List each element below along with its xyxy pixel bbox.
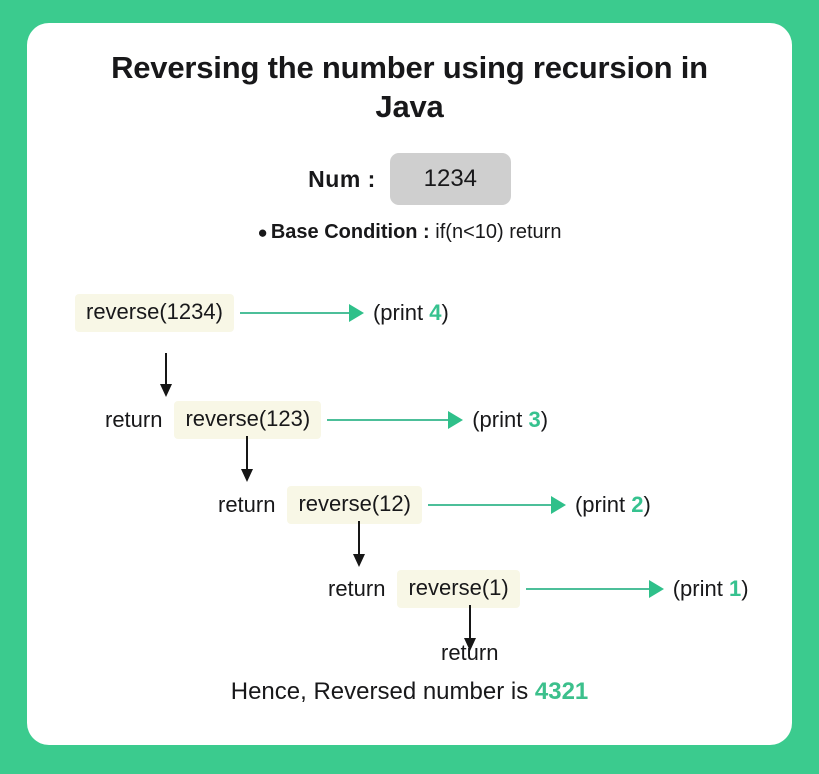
call-box[interactable]: reverse(12) [287, 486, 422, 524]
call-row: return reverse(123) (print 3) [105, 401, 548, 439]
return-label: return [105, 407, 163, 432]
return-label: return [328, 576, 386, 601]
flow-arrow-line [239, 312, 350, 314]
conclusion-result: 4321 [534, 678, 589, 705]
page-title: Reversing the number using recursion in … [111, 50, 708, 124]
num-input-row: Num : 1234 [27, 153, 792, 205]
call-box[interactable]: reverse(1234) [75, 294, 234, 332]
flow-arrow-line [525, 588, 650, 590]
num-value-field[interactable]: 1234 [389, 153, 511, 205]
print-label: (print 3) [472, 407, 549, 432]
flow-arrow-head-icon [648, 580, 664, 598]
content-card: Reversing the number using recursion in … [27, 23, 792, 745]
call-row: return reverse(12) (print 2) [218, 486, 651, 524]
bullet-icon: ● [257, 222, 268, 242]
print-label: (print 2) [574, 492, 651, 517]
flow-arrow-head-icon [348, 304, 364, 322]
flow-arrow-head-icon [550, 496, 566, 514]
down-arrow-icon [241, 436, 253, 484]
call-box[interactable]: reverse(1) [397, 570, 520, 608]
base-condition-line: ●Base Condition : if(n<10) return [27, 221, 792, 244]
flow-arrow-line [327, 419, 450, 421]
base-condition-label: Base Condition : [270, 221, 430, 243]
recursion-diagram: reverse(1234) (print 4) return reverse(1… [27, 23, 792, 745]
down-arrow-icon [160, 353, 172, 398]
print-label: (print 4) [372, 300, 449, 325]
print-label: (print 1) [672, 576, 749, 601]
flow-arrow-line [427, 504, 552, 506]
call-box[interactable]: reverse(123) [174, 401, 322, 439]
return-label: return [218, 492, 276, 517]
call-row: reverse(1234) (print 4) [75, 294, 449, 332]
down-arrow-icon [464, 605, 476, 653]
conclusion-line: Hence, Reversed number is 4321 [27, 678, 792, 706]
final-return-label: return [441, 640, 499, 665]
call-row: return reverse(1) (print 1) [328, 570, 749, 608]
conclusion-text: Hence, Reversed number is [230, 678, 535, 705]
base-condition-expression: if(n<10) return [435, 221, 562, 243]
down-arrow-icon [353, 521, 365, 569]
num-label: Num : [308, 165, 376, 192]
flow-arrow-head-icon [448, 411, 464, 429]
